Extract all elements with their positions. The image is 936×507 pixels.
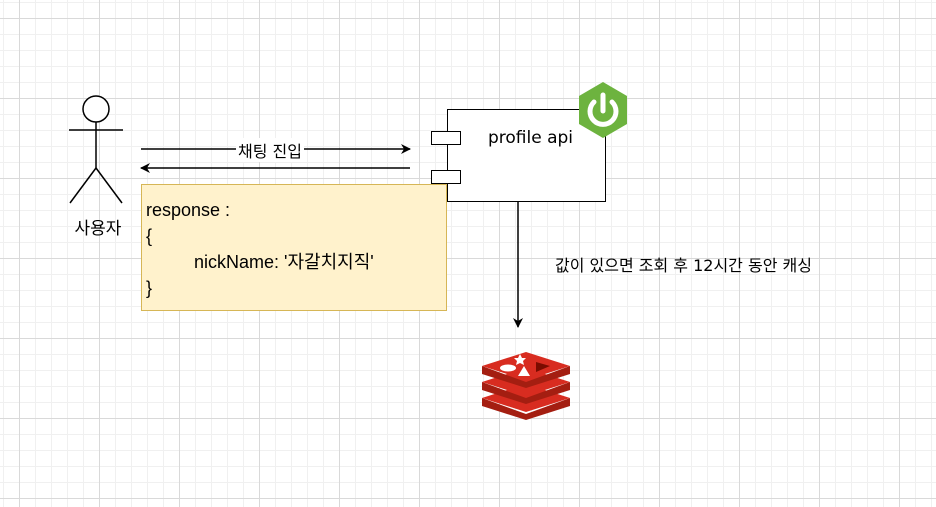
redis-icon [482, 352, 570, 420]
note-line: response : [146, 200, 231, 220]
component-tab-bottom [431, 170, 461, 184]
cache-arrow-label: 값이 있으면 조회 후 12시간 동안 캐싱 [555, 256, 812, 275]
profile-api-component[interactable] [447, 109, 606, 202]
note-line: } [146, 278, 153, 298]
component-title: profile api [488, 128, 574, 148]
request-arrow-label: 채팅 진입 [236, 138, 304, 162]
note-line: { [146, 226, 153, 246]
actor-label: 사용자 [74, 219, 122, 239]
response-note[interactable]: response : { nickName: '자갈치지직' } [141, 184, 447, 311]
note-line: nickName: '자갈치지직' [194, 252, 374, 272]
spring-boot-icon [579, 82, 627, 138]
component-tab-top [431, 131, 461, 145]
stick-figure-icon [69, 95, 123, 204]
